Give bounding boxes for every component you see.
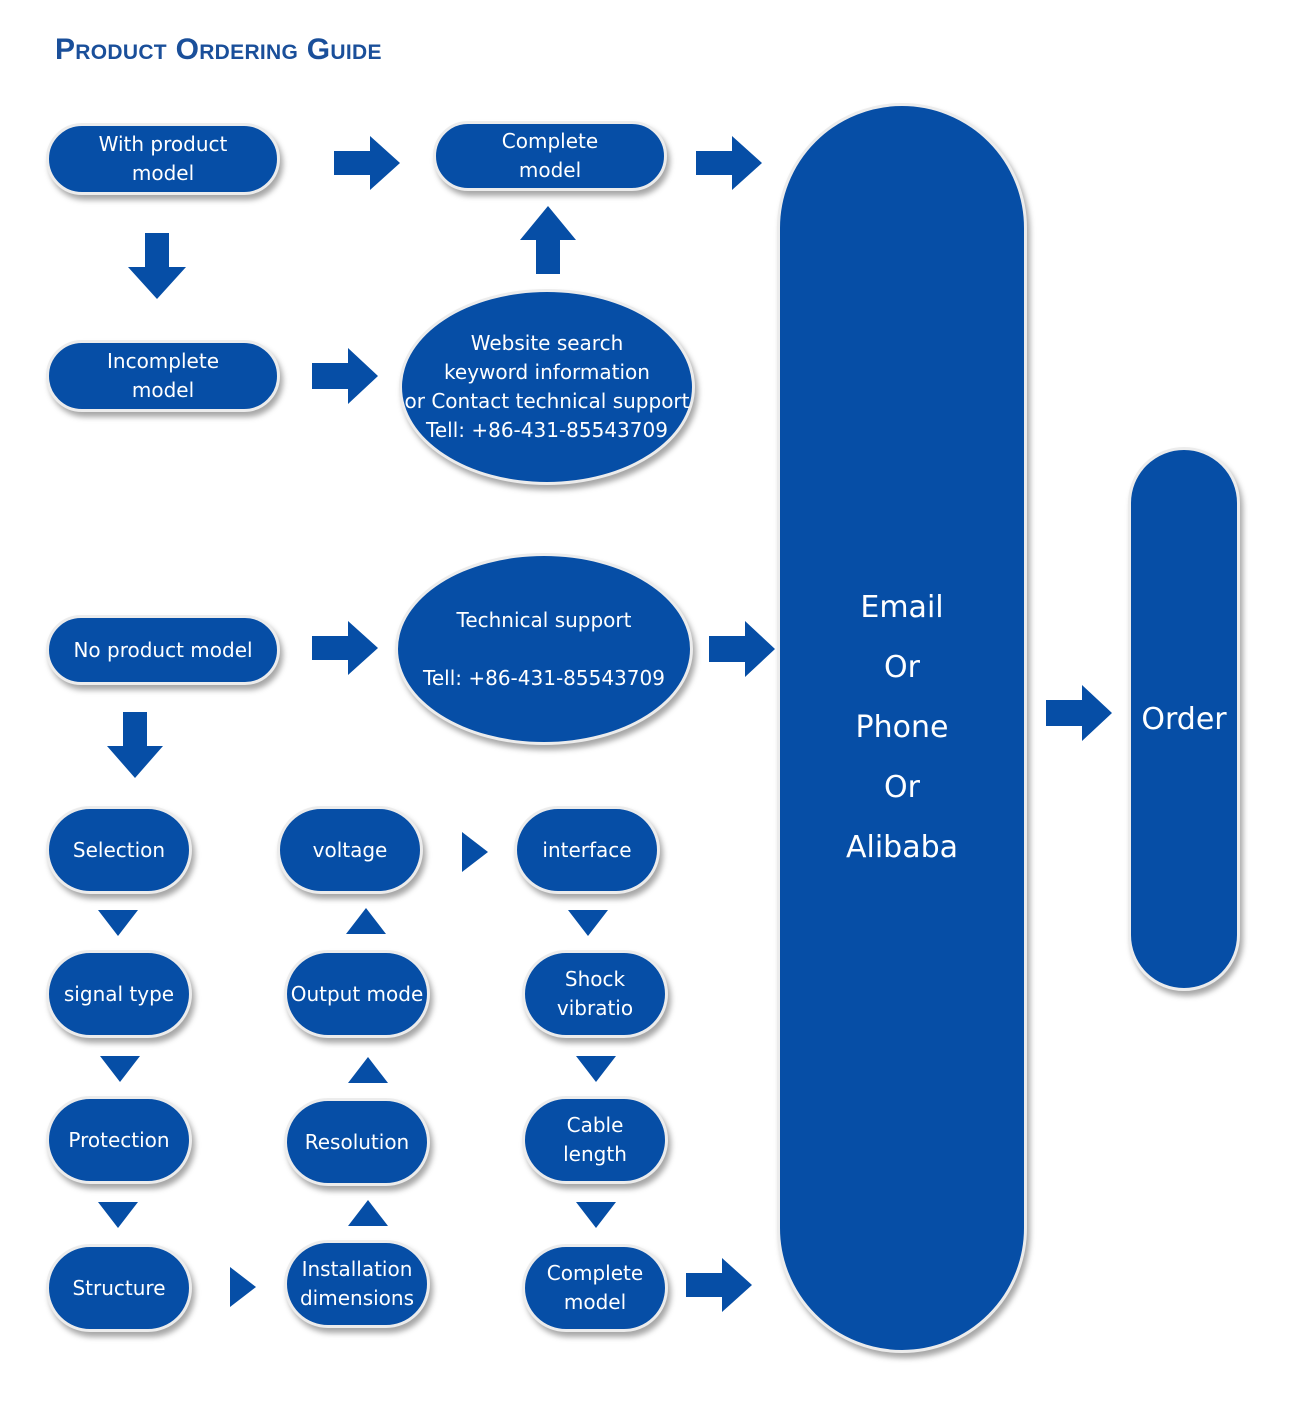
no-product-model-node: No product model <box>46 615 280 685</box>
page-title: Product Ordering Guide <box>55 33 382 66</box>
installation-dimensions-node: Installation dimensions <box>284 1240 430 1328</box>
arrow-right-with-to-complete <box>334 136 400 190</box>
cable-length-node: Cable length <box>522 1096 668 1184</box>
order-node: Order <box>1128 447 1240 991</box>
contact-channels-node: Email Or Phone Or Alibaba <box>777 103 1027 1353</box>
incomplete-model-node: Incomplete model <box>46 340 280 412</box>
triangle-right-voltage-to-interface <box>462 832 488 872</box>
with-product-model-node: With product model <box>46 123 280 195</box>
voltage-node: voltage <box>277 806 423 894</box>
shock-vibration-node: Shock vibratio <box>522 950 668 1038</box>
complete-model-top-node: Complete model <box>433 121 667 191</box>
protection-node: Protection <box>46 1096 192 1184</box>
triangle-up-output-to-voltage <box>346 908 386 934</box>
interface-node: interface <box>514 806 660 894</box>
triangle-up-resolution-to-output <box>348 1057 388 1083</box>
structure-node: Structure <box>46 1244 192 1332</box>
output-mode-node: Output mode <box>284 950 430 1038</box>
triangle-down-shock-to-cable <box>576 1056 616 1082</box>
arrow-right-no-model-to-support <box>312 621 378 675</box>
arrow-right-complete-to-contact <box>696 136 762 190</box>
arrow-down-no-model-to-selection <box>107 712 163 778</box>
arrow-down-with-to-incomplete <box>128 233 186 299</box>
selection-node: Selection <box>46 806 192 894</box>
arrow-right-incomplete-to-search <box>312 348 378 404</box>
triangle-up-installation-to-resolution <box>348 1200 388 1226</box>
triangle-down-cable-to-complete <box>576 1202 616 1228</box>
arrow-right-support-to-contact <box>709 621 775 677</box>
resolution-node: Resolution <box>284 1098 430 1186</box>
technical-support-node: Technical support Tell: +86-431-85543709 <box>395 553 693 745</box>
triangle-right-structure-to-installation <box>230 1267 256 1307</box>
triangle-down-signal-to-protection <box>100 1056 140 1082</box>
arrow-right-complete-bottom-to-contact <box>686 1258 752 1312</box>
arrow-right-contact-to-order <box>1046 685 1112 741</box>
complete-model-bottom-node: Complete model <box>522 1244 668 1332</box>
arrow-up-search-to-complete <box>520 206 576 274</box>
website-search-node: Website search keyword information or Co… <box>399 289 695 485</box>
triangle-down-interface-to-shock <box>568 910 608 936</box>
triangle-down-selection-to-signal <box>98 910 138 936</box>
triangle-down-protection-to-structure <box>98 1202 138 1228</box>
signal-type-node: signal type <box>46 950 192 1038</box>
